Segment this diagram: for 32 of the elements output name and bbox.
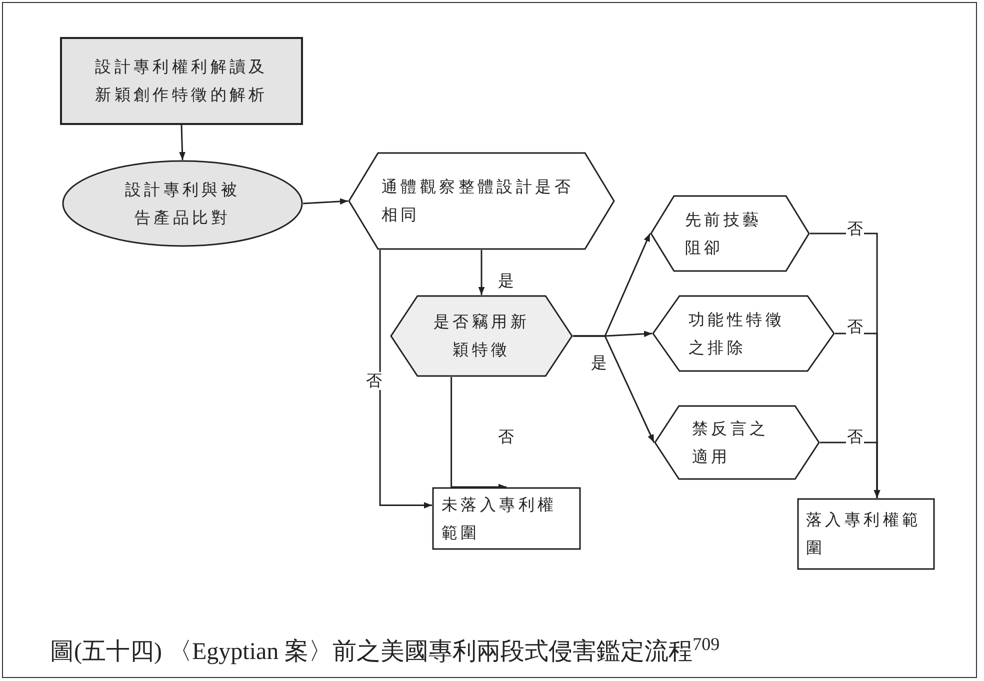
edge-label: 否 — [846, 318, 864, 336]
edge-label: 否 — [365, 372, 383, 390]
arrow — [573, 335, 655, 443]
result-box — [432, 487, 581, 550]
arrow — [379, 250, 432, 508]
decision-hexagon — [390, 295, 573, 377]
edge-label: 否 — [846, 220, 864, 238]
edge-label: 是 — [497, 272, 515, 290]
node-label: 設計專利與被告產品比對 — [124, 178, 242, 228]
decision-hexagon — [348, 152, 615, 250]
arrow — [478, 250, 485, 295]
arrow — [820, 442, 880, 498]
arrow — [302, 198, 348, 205]
caption: 圖(五十四) 〈Egyptian 案〉前之美國專利兩段式侵害鑑定流程$^{709}$ — [50, 636, 720, 667]
process-box — [60, 37, 303, 125]
node-label: 設計專利權利解讀及新穎創作特徵的解析 — [94, 56, 269, 106]
edge-label: 否 — [846, 428, 864, 446]
edge-label: 否 — [497, 428, 515, 446]
process-ellipse — [62, 160, 303, 247]
node-label: 落入專利權範圍 — [806, 509, 922, 559]
arrow — [179, 124, 186, 160]
decision-hexagon — [650, 195, 810, 272]
decision-hexagon — [654, 405, 820, 480]
node-label: 是否竊用新穎特徵 — [432, 311, 530, 361]
result-box — [797, 498, 935, 570]
node-label: 未落入專利權範圍 — [442, 494, 558, 544]
edge-label: 是 — [590, 354, 608, 372]
node-label: 禁反言之適用 — [692, 418, 770, 468]
node-label: 功能性特徵之排除 — [688, 308, 786, 358]
decision-hexagon — [652, 295, 835, 372]
node-label: 先前技藝阻卻 — [685, 208, 763, 258]
node-label: 通體觀察整體設計是否相同 — [382, 176, 574, 226]
